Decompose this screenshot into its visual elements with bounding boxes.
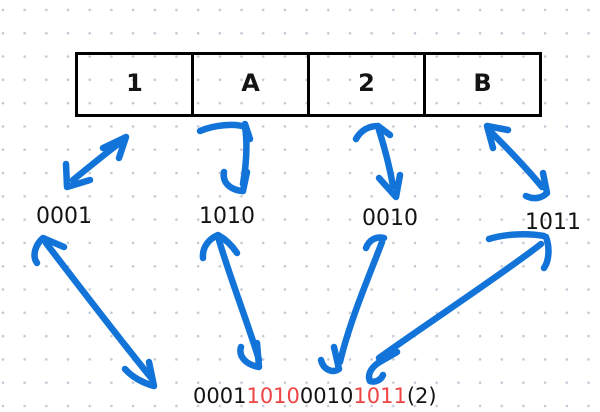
hex-cell-B-label: B bbox=[473, 68, 492, 97]
double-arrow-hex2-binary0010-icon bbox=[352, 122, 404, 201]
double-arrow-binary0001-result-icon bbox=[31, 234, 158, 390]
double-arrow-binary1010-result-icon bbox=[199, 231, 263, 371]
hex-cell-2-label: 2 bbox=[358, 68, 375, 97]
result-segment-base: (2) bbox=[406, 384, 437, 408]
double-arrow-hex1-binary0001-icon bbox=[62, 133, 130, 191]
result-segment-1: 0001 bbox=[193, 384, 247, 408]
binary-label-0010: 0010 bbox=[362, 206, 418, 231]
hex-cell-A: A bbox=[191, 55, 307, 114]
result-segment-2: 1010 bbox=[246, 384, 300, 408]
double-arrow-hexB-binary1011-icon bbox=[483, 122, 551, 202]
hex-cell-A-label: A bbox=[241, 68, 260, 97]
binary-label-0001: 0001 bbox=[36, 204, 92, 229]
hex-cell-1: 1 bbox=[78, 55, 191, 114]
hex-digit-table: 1 A 2 B bbox=[75, 52, 542, 117]
hex-cell-B: B bbox=[423, 55, 539, 114]
binary-result-string: 0001101000101011(2) bbox=[193, 384, 437, 408]
double-arrow-hexA-binary1010-icon bbox=[196, 120, 254, 195]
binary-label-1010: 1010 bbox=[199, 204, 255, 229]
result-segment-4: 1011 bbox=[353, 384, 407, 408]
hex-cell-2: 2 bbox=[307, 55, 423, 114]
double-arrow-binary1011-result-icon bbox=[365, 231, 552, 385]
double-arrow-binary0010-result-icon bbox=[317, 234, 388, 375]
hex-cell-1-label: 1 bbox=[126, 68, 143, 97]
result-segment-3: 0010 bbox=[299, 384, 354, 408]
binary-label-1011: 1011 bbox=[525, 210, 581, 235]
